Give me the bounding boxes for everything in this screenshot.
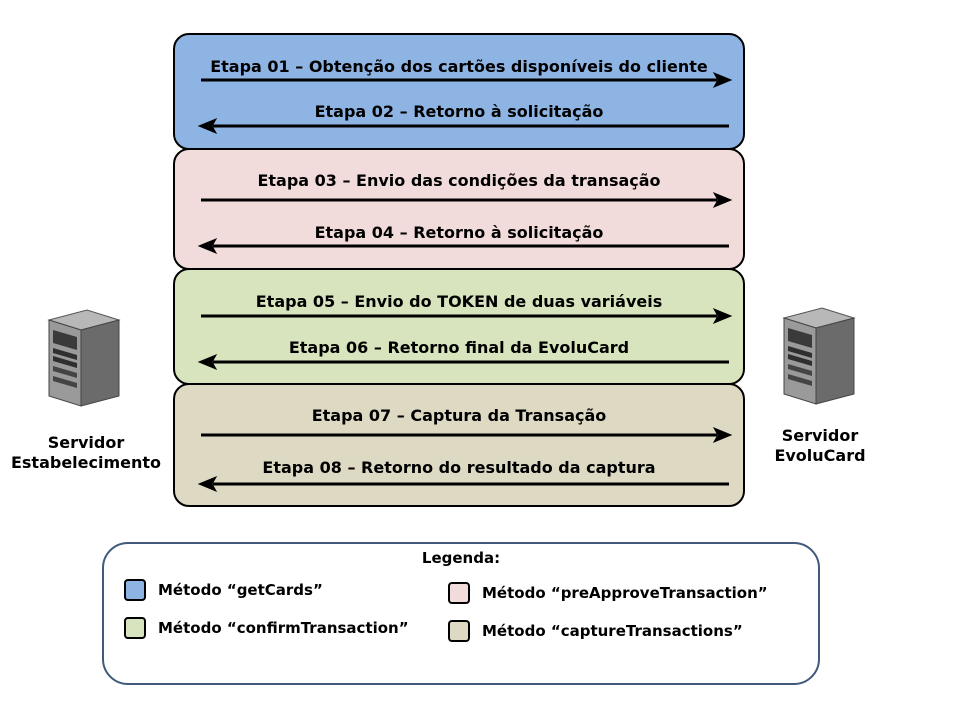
step-label-02: Etapa 02 – Retorno à solicitação [314, 102, 604, 121]
server-label-estabelecimento: Servidor Estabelecimento [0, 433, 172, 473]
legend-swatch-preapprovetransaction [448, 582, 470, 604]
step-label-05: Etapa 05 – Envio do TOKEN de duas variáv… [255, 292, 663, 311]
legend-label-preapprovetransaction: Método “preApproveTransaction” [482, 584, 768, 602]
legend-item-capturetransactions: Método “captureTransactions” [448, 620, 743, 642]
step-label-01: Etapa 01 – Obtenção dos cartões disponív… [210, 57, 708, 76]
method-band-getcards [173, 33, 745, 150]
method-band-confirmtransaction [173, 268, 745, 385]
legend-item-confirmtransaction: Método “confirmTransaction” [124, 617, 409, 639]
method-band-capturetransactions [173, 383, 745, 507]
legend-swatch-getcards [124, 579, 146, 601]
legend-swatch-confirmtransaction [124, 617, 146, 639]
server-label-line2: Estabelecimento [10, 453, 162, 472]
server-label-line2: EvoluCard [774, 446, 866, 465]
legend-box [102, 542, 820, 685]
server-label-line1: Servidor [47, 433, 125, 452]
step-label-06: Etapa 06 – Retorno final da EvoluCard [288, 338, 630, 357]
legend-title: Legenda: [421, 549, 501, 567]
legend-swatch-capturetransactions [448, 620, 470, 642]
step-label-04: Etapa 04 – Retorno à solicitação [314, 223, 604, 242]
server-icon [782, 307, 856, 405]
legend-label-capturetransactions: Método “captureTransactions” [482, 622, 743, 640]
legend-item-preapprovetransaction: Método “preApproveTransaction” [448, 582, 768, 604]
legend-item-getcards: Método “getCards” [124, 579, 323, 601]
legend-label-confirmtransaction: Método “confirmTransaction” [158, 619, 409, 637]
server-label-evolucard: Servidor EvoluCard [760, 426, 880, 466]
step-label-08: Etapa 08 – Retorno do resultado da captu… [262, 458, 656, 477]
server-label-line1: Servidor [781, 426, 859, 445]
method-band-preapprovetransaction [173, 148, 745, 270]
step-label-07: Etapa 07 – Captura da Transação [311, 406, 607, 425]
legend-label-getcards: Método “getCards” [158, 581, 323, 599]
server-icon [47, 309, 121, 407]
step-label-03: Etapa 03 – Envio das condições da transa… [257, 171, 661, 190]
